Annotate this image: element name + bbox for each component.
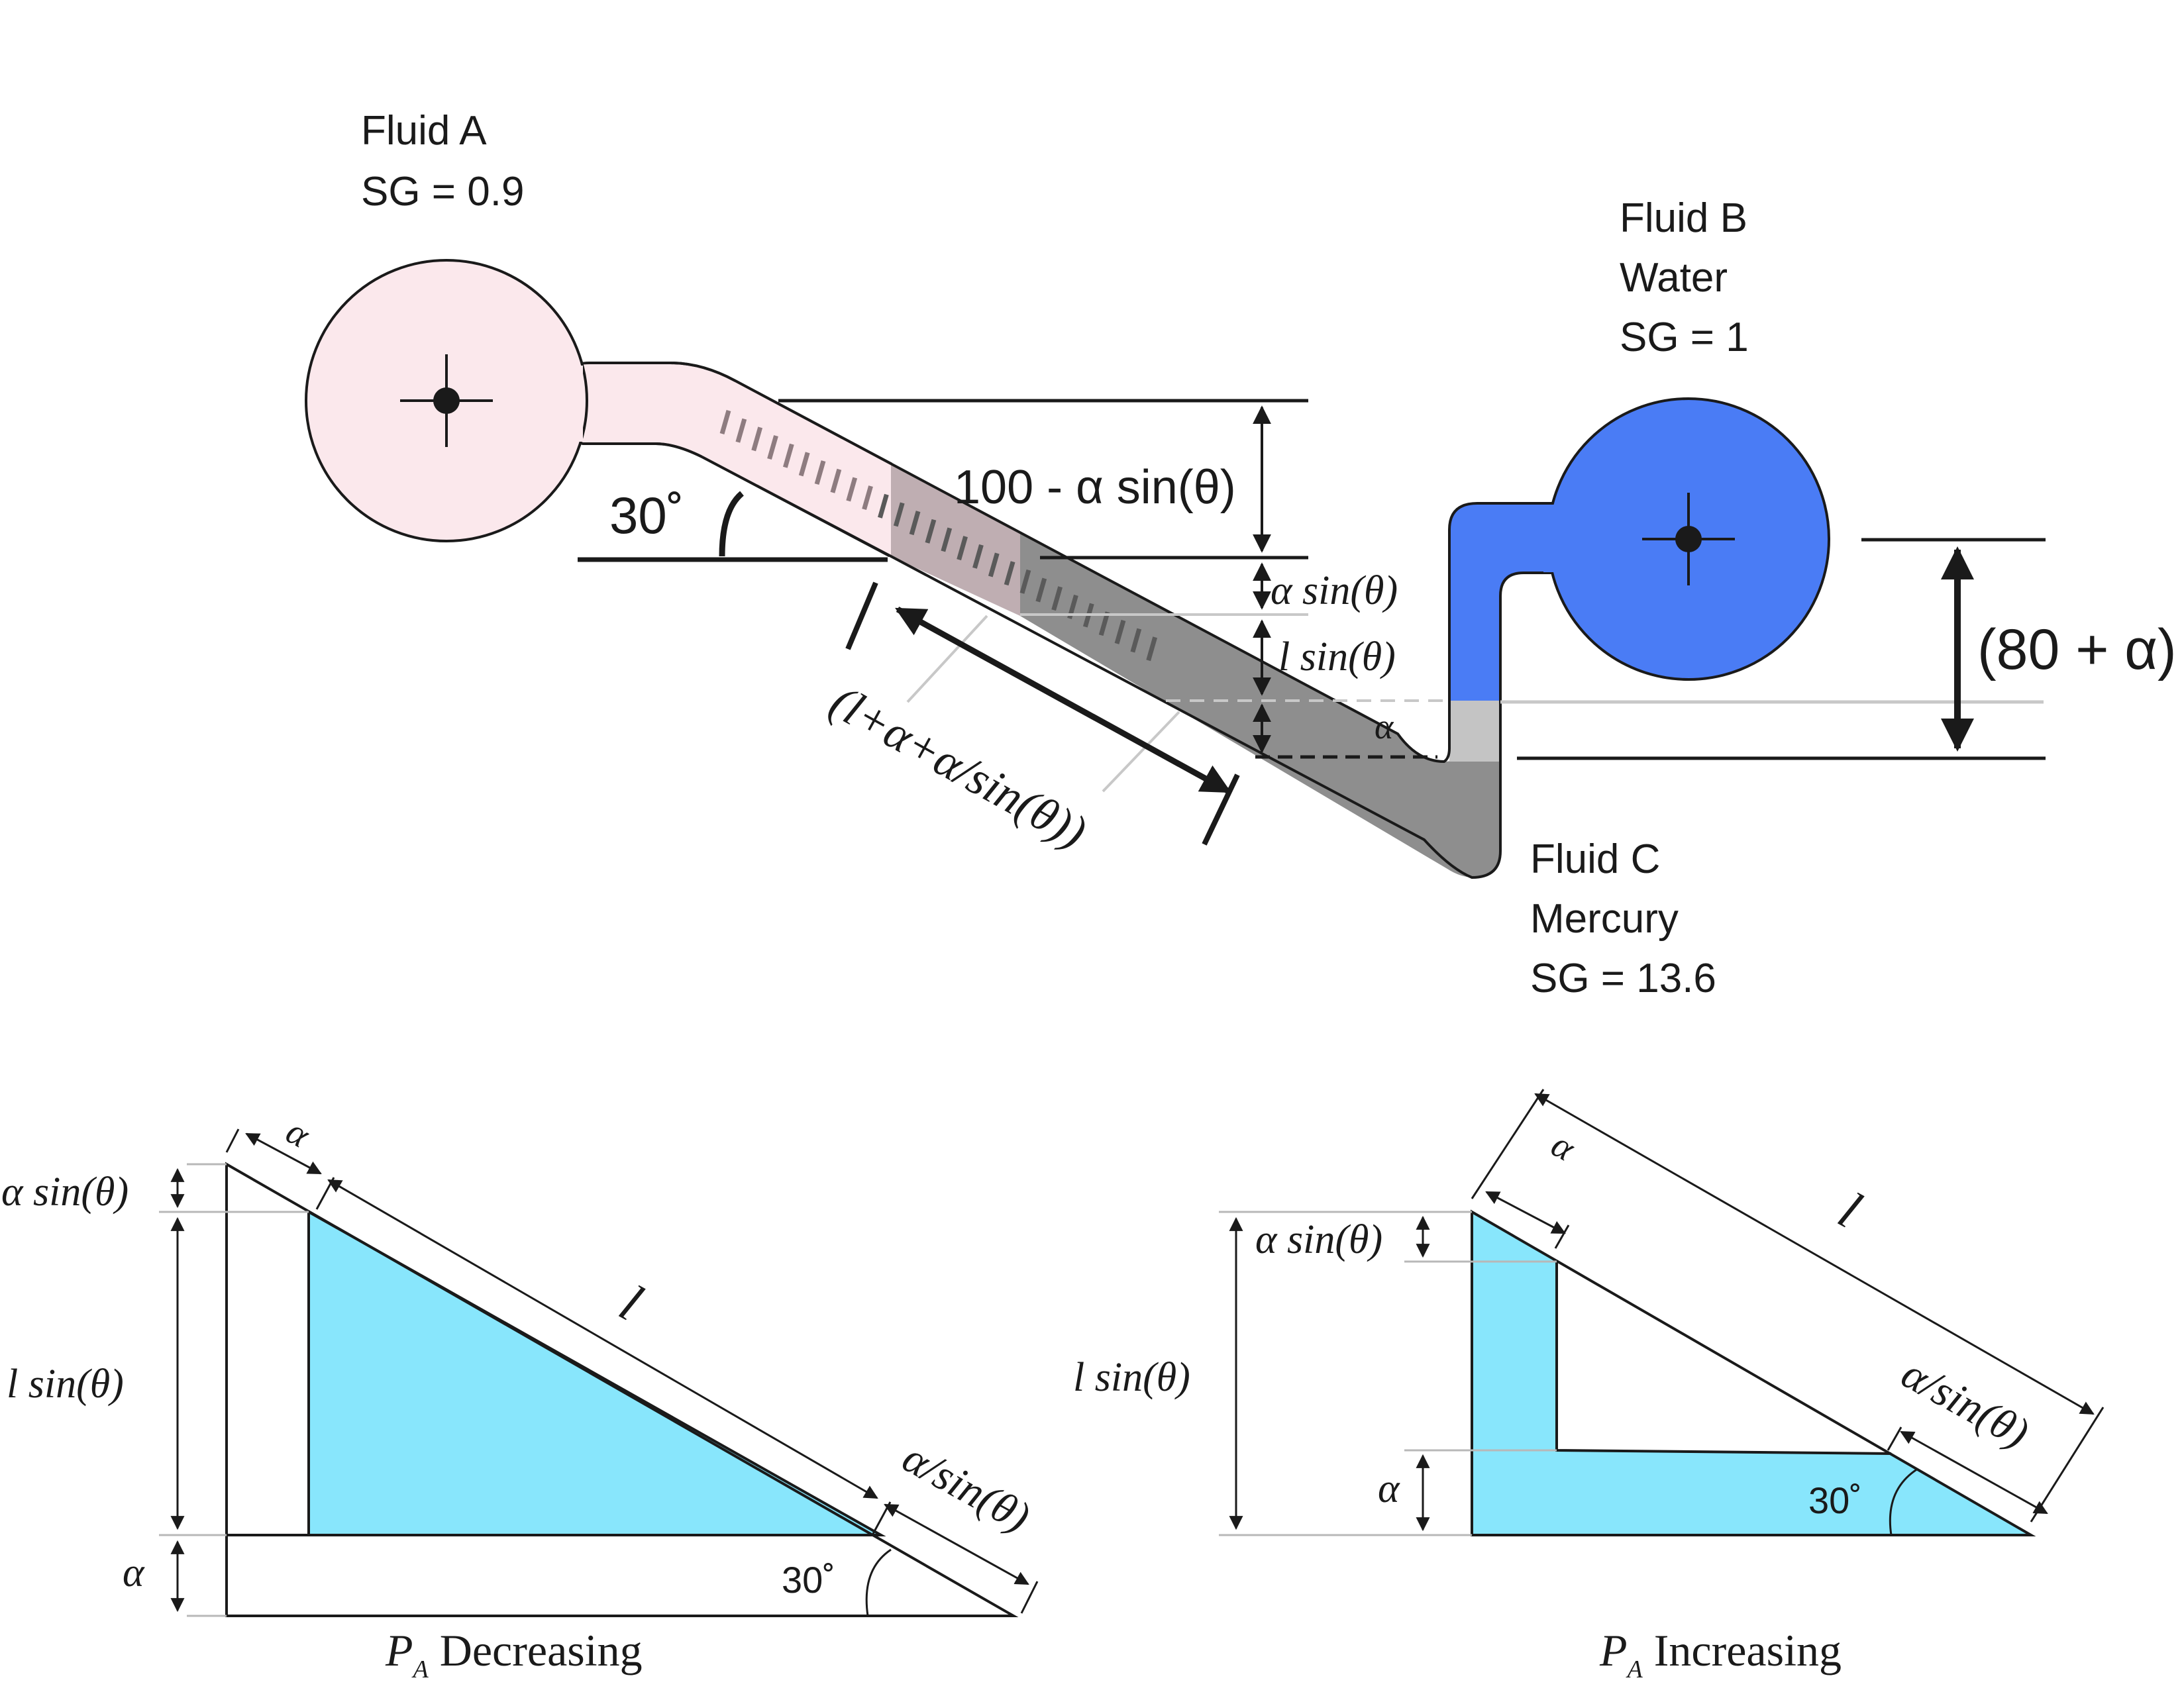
fluid-a-sg: SG = 0.9 — [361, 169, 524, 215]
hatch-mark — [846, 477, 858, 502]
right-asin-label: α sin(θ) — [1255, 1217, 1382, 1262]
hatch-mark — [719, 410, 731, 434]
dim-alpha-label: α — [1375, 707, 1394, 746]
hatch-mark — [957, 536, 968, 561]
left-lsin-label: l sin(θ) — [7, 1362, 124, 1407]
right-triangle-diagram: α l α sin(θ) l sin(θ) α α/sin(θ) 30˚ PA … — [1073, 1089, 2105, 1683]
right-l-label: l — [1829, 1181, 1870, 1240]
fluid-c-sg: SG = 13.6 — [1530, 956, 1716, 1001]
dim-right-label: (80 + α) — [1977, 618, 2177, 681]
hatch-mark — [862, 485, 873, 511]
dim-top-label: 100 - α sin(θ) — [954, 461, 1236, 514]
fluid-b-sg: SG = 1 — [1620, 315, 1749, 360]
angle-label: 30˚ — [609, 486, 684, 544]
crosshair-icon — [400, 354, 493, 447]
right-alpha-side: α — [1378, 1466, 1400, 1511]
incline-dimension — [845, 581, 1240, 846]
left-alpha-side: α — [123, 1550, 145, 1595]
left-aoversin-label: α/sin(θ) — [895, 1433, 1038, 1542]
hatch-mark — [925, 519, 937, 544]
hatch-mark — [1035, 577, 1047, 603]
hatch-mark — [1019, 569, 1031, 594]
hatch-mark — [830, 468, 842, 493]
fluid-b-label: Fluid B — [1620, 195, 1747, 241]
hatch-mark — [893, 502, 905, 527]
crosshair-icon — [1642, 493, 1735, 585]
hatch-mark — [814, 460, 826, 485]
fluid-c-label: Fluid C — [1530, 836, 1660, 882]
fluid-b-vessel — [1543, 397, 1830, 681]
hatch-mark — [767, 435, 778, 460]
hatch-mark — [798, 452, 810, 477]
hatch-mark — [941, 527, 953, 552]
dim-lsin-label: l sin(θ) — [1278, 634, 1396, 679]
hatch-mark — [782, 443, 794, 468]
hatch-mark — [909, 511, 921, 536]
fluid-c-type: Mercury — [1530, 896, 1679, 942]
hatch-mark — [1004, 561, 1015, 586]
hatch-mark — [735, 418, 747, 443]
left-angle-label: 30˚ — [782, 1559, 835, 1601]
hatch-mark — [1051, 586, 1063, 611]
hatch-mark — [751, 426, 763, 452]
left-alpha-top: α — [280, 1111, 317, 1156]
dim-asin-label: α sin(θ) — [1271, 568, 1398, 613]
vertical-dimensions — [1253, 405, 1974, 754]
fluid-a-label: Fluid A — [361, 108, 487, 154]
left-asin-label: α sin(θ) — [1, 1170, 129, 1215]
hatch-mark — [988, 552, 1000, 577]
angle-marker — [578, 491, 888, 562]
right-alpha-top: α — [1545, 1124, 1583, 1170]
left-l-label: l — [610, 1274, 651, 1332]
right-aoversin-label: α/sin(θ) — [1894, 1349, 2037, 1458]
left-triangle-diagram: α α sin(θ) l sin(θ) α l α/sin(θ) 30˚ PA … — [1, 1111, 1039, 1683]
right-caption: PA Increasing — [1599, 1625, 1842, 1683]
left-caption: PA Decreasing — [385, 1625, 643, 1683]
right-lsin-label: l sin(θ) — [1073, 1355, 1190, 1400]
right-angle-label: 30˚ — [1808, 1479, 1862, 1521]
tube-body — [583, 362, 1570, 879]
dim-incline-label: (l+α+α/sin(θ)) — [821, 675, 1095, 858]
fluid-b-type: Water — [1620, 255, 1728, 301]
manometer: Fluid A SG = 0.9 Fluid B Water SG = 1 Fl… — [305, 108, 2177, 1001]
hatch-mark — [972, 544, 984, 569]
hatch-mark — [878, 493, 889, 519]
